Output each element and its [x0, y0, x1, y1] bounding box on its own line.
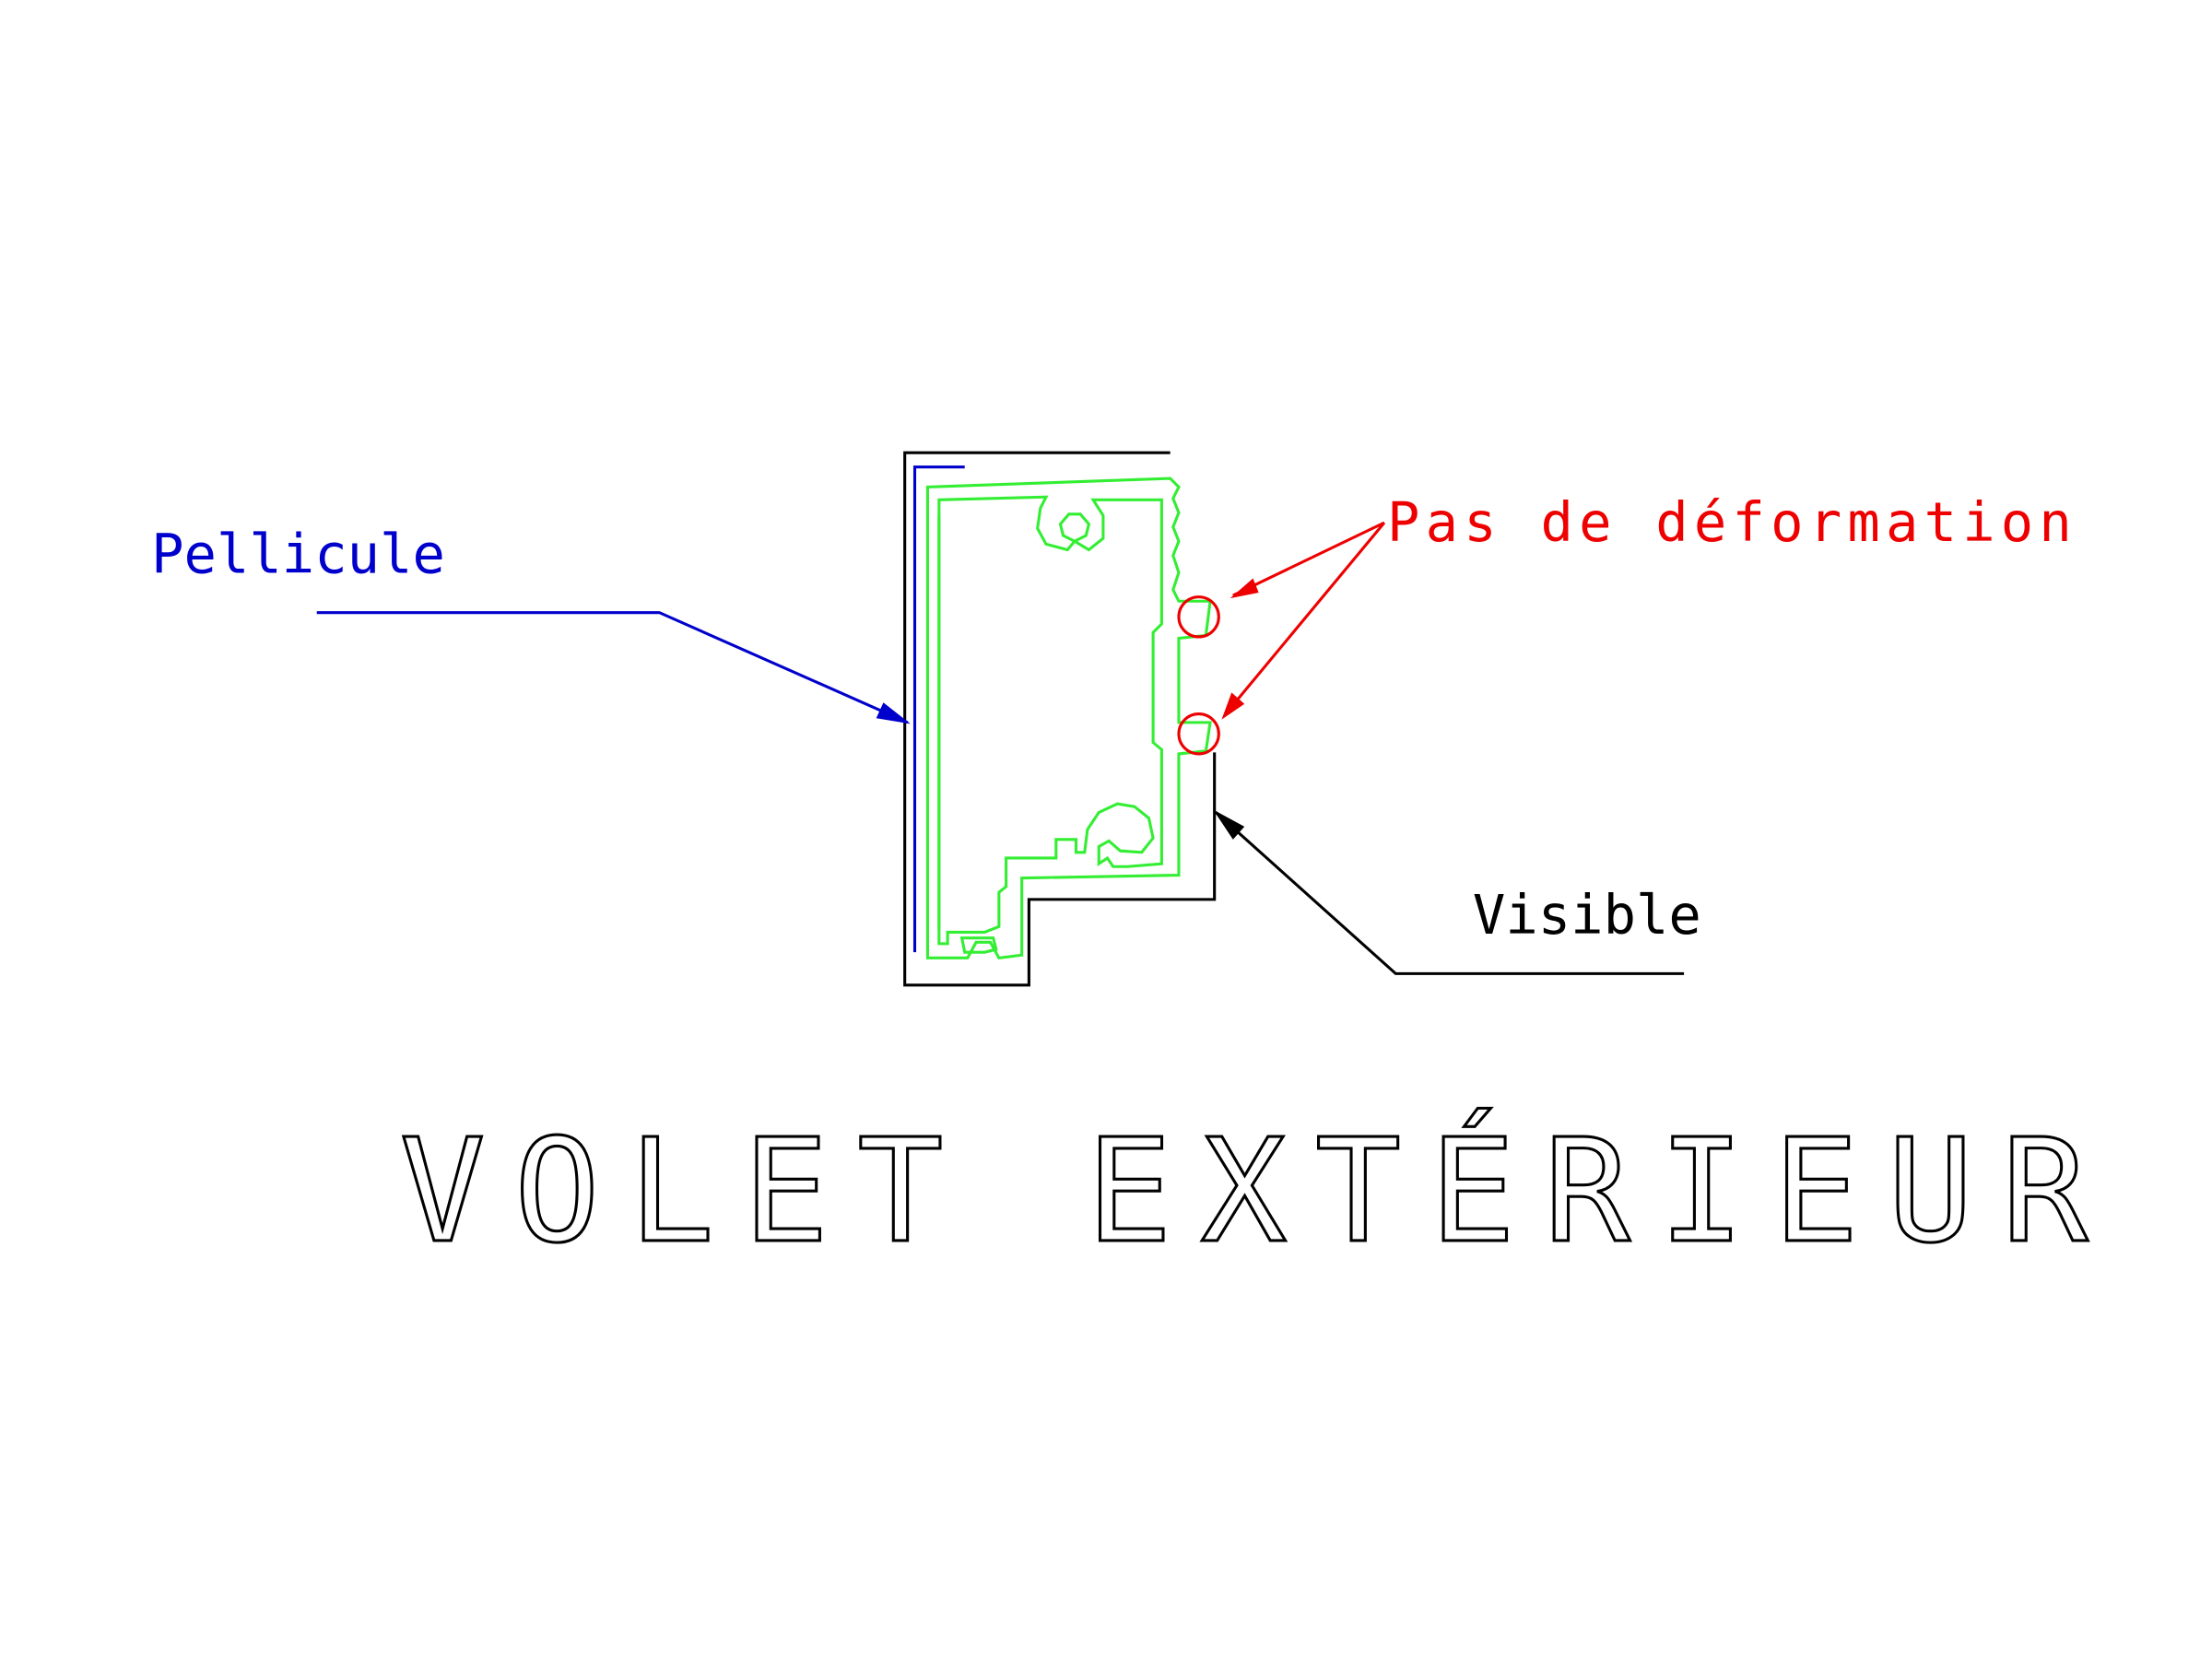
visible-arrowhead [1213, 809, 1245, 840]
film-layer [912, 465, 965, 953]
no-deformation-label: Pas de déformation [1387, 490, 2077, 554]
film-leader [316, 611, 911, 724]
arrowhead-lower [1221, 692, 1245, 720]
visible-label: Visible [1473, 883, 1701, 947]
drawing-title: VOLET EXTÉRIEUR [400, 1108, 2117, 1275]
deformation-check-circle-upper [1177, 595, 1220, 639]
arrowhead-upper [1230, 578, 1259, 599]
film-arrowhead [876, 702, 911, 724]
deformation-leaders [1221, 521, 1386, 720]
deformation-check-circle-lower [1177, 712, 1220, 756]
visible-leader [1213, 809, 1685, 975]
film-label: Pellicule [151, 522, 445, 585]
shutter-outline [903, 451, 1217, 987]
aluminium-profile [925, 477, 1212, 960]
